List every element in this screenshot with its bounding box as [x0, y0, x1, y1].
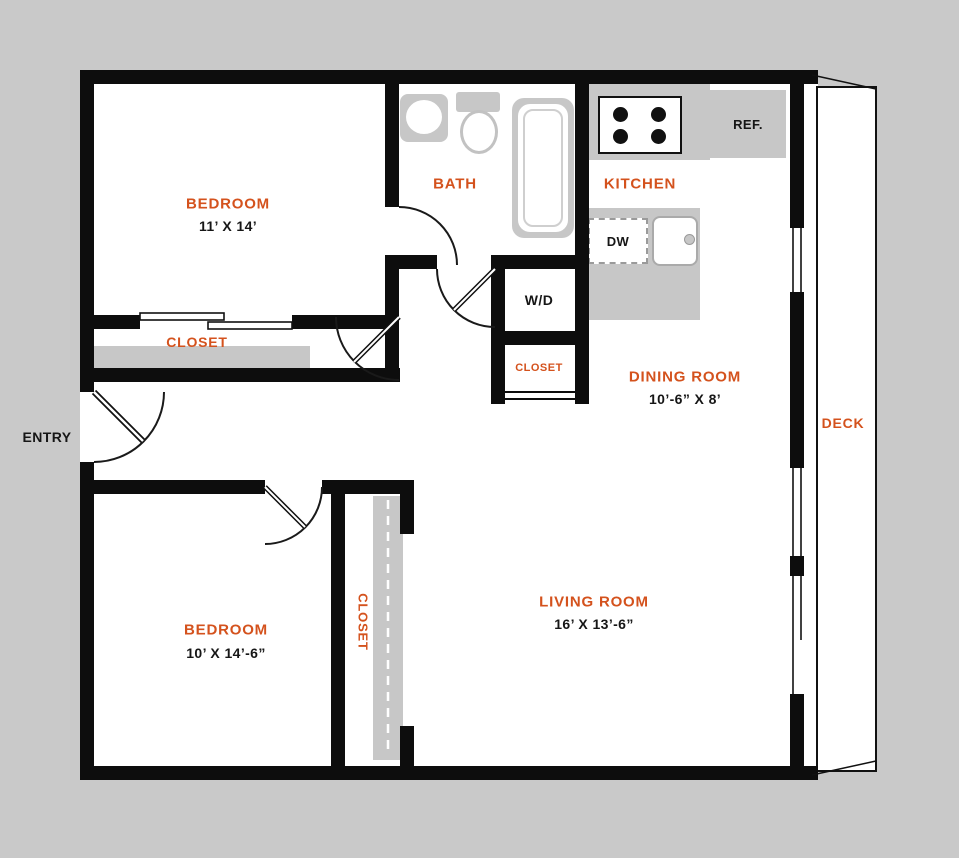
bedroom1-dims: 11’ X 14’	[198, 218, 258, 234]
wall-kitchen-bath-divider	[575, 84, 589, 404]
closet2-door-line	[505, 398, 575, 400]
living-room-label: LIVING ROOM	[539, 593, 649, 611]
wall-closet1-top-right	[292, 315, 385, 329]
dining-room-dims: 10’-6” X 8’	[648, 391, 722, 407]
bedroom2-dims: 10’ X 14’-6”	[186, 645, 266, 661]
wall-left-lower	[80, 462, 94, 780]
wall-bath-bottom	[385, 255, 437, 269]
wall-closet3-right-top	[400, 494, 414, 534]
closet3-label: CLOSET	[355, 593, 371, 651]
wall-top	[80, 70, 818, 84]
closet-slider-track	[373, 496, 403, 760]
closet2-door-line	[505, 391, 575, 393]
deck-label: DECK	[821, 415, 865, 431]
bedroom2-label: BEDROOM	[184, 621, 268, 639]
bathtub-interior	[518, 104, 568, 232]
wall-closet3-left	[331, 494, 345, 766]
toilet-tank	[456, 92, 500, 112]
wall-bottom	[80, 766, 818, 780]
unit-floor	[80, 70, 818, 780]
kitchen-sink-faucet	[684, 234, 695, 245]
entry-label: ENTRY	[22, 429, 72, 445]
wall-closet3-right-bottom	[400, 726, 414, 766]
wall-right-1	[790, 84, 804, 228]
toilet-bowl	[460, 110, 498, 154]
wall-closet1-top-left	[94, 315, 140, 329]
stove-burner	[651, 129, 666, 144]
wall-left-upper	[80, 70, 94, 392]
bath-sink-basin	[406, 100, 442, 134]
closet-shelf	[94, 346, 310, 368]
stove-burner	[613, 107, 628, 122]
bath-label: BATH	[433, 175, 477, 193]
stove	[598, 96, 682, 154]
closet1-label: CLOSET	[166, 334, 228, 350]
wd-label: W/D	[524, 292, 554, 308]
wall-closet1-bottom	[80, 368, 400, 382]
wall-bedroom1-right-lower	[385, 265, 399, 382]
wall-bedroom2-top-right	[322, 480, 414, 494]
wall-right-3	[790, 556, 804, 576]
bedroom1-label: BEDROOM	[186, 195, 270, 213]
stove-burner	[651, 107, 666, 122]
bathtub-rim-line	[523, 109, 563, 227]
stove-burner	[613, 129, 628, 144]
living-room-dims: 16’ X 13’-6”	[554, 616, 634, 632]
wall-right-4	[790, 694, 804, 766]
closet2-label: CLOSET	[515, 362, 563, 374]
refrigerator-label: REF.	[733, 116, 763, 132]
dishwasher: DW	[588, 218, 648, 264]
dining-room-label: DINING ROOM	[628, 368, 742, 386]
refrigerator: REF.	[710, 90, 786, 158]
wall-wd-bottom	[491, 331, 589, 345]
wall-wd-left	[491, 255, 505, 404]
deck-floor	[816, 86, 877, 772]
wall-bedroom2-top-left	[80, 480, 265, 494]
kitchen-label: KITCHEN	[603, 175, 677, 193]
wall-right-2	[790, 292, 804, 468]
wall-bedroom1-right-upper	[385, 84, 399, 207]
dishwasher-label: DW	[606, 233, 630, 249]
wall-wd-top	[491, 255, 589, 269]
